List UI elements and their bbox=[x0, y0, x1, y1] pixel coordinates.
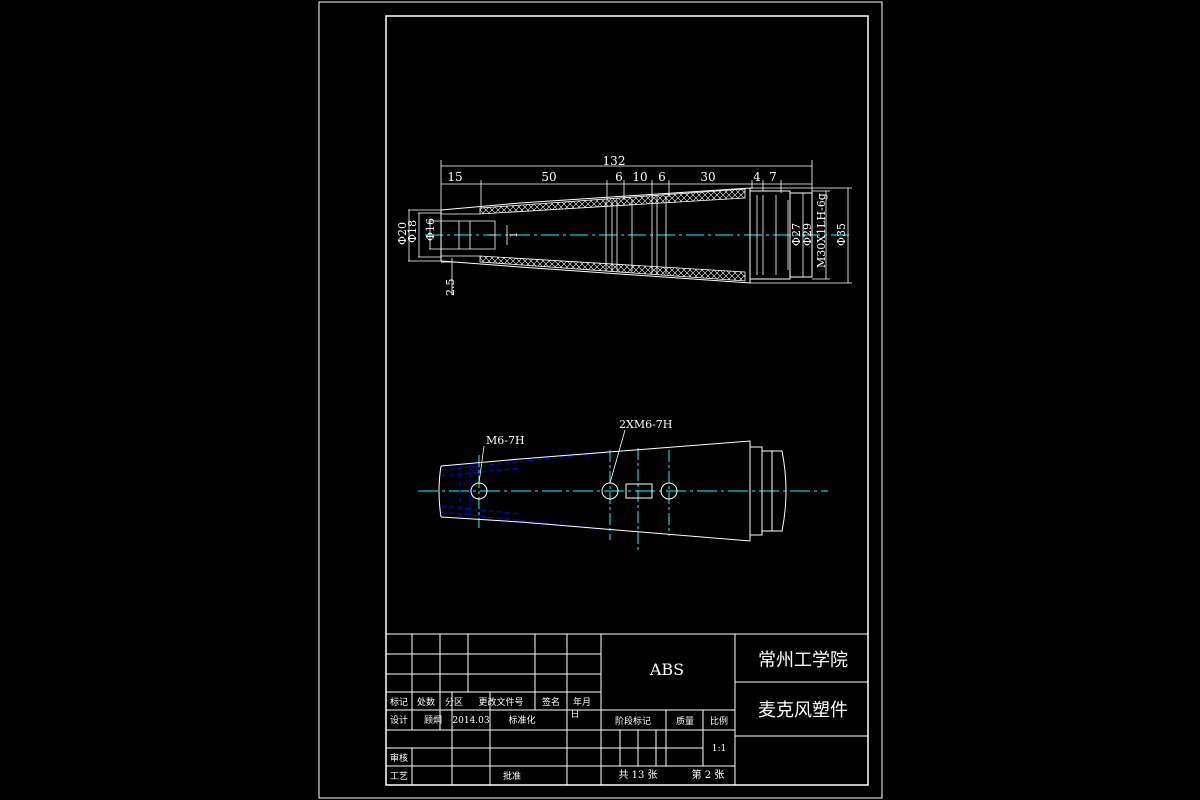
dim-15: 15 bbox=[447, 170, 462, 184]
school-name: 常州工学院 bbox=[758, 650, 848, 671]
row-design: 设计 bbox=[390, 714, 408, 726]
dim-dia18: Φ18 bbox=[406, 220, 419, 243]
dim-7: 7 bbox=[769, 170, 777, 184]
dim-30: 30 bbox=[700, 170, 715, 184]
row-review: 审核 bbox=[390, 752, 408, 764]
sheet-inner-border bbox=[385, 15, 869, 786]
dim-10: 10 bbox=[632, 170, 647, 184]
title-block bbox=[386, 633, 868, 785]
dim-dia35: Φ35 bbox=[835, 223, 848, 246]
hdr-scale: 比例 bbox=[710, 715, 728, 727]
row-approve: 批准 bbox=[503, 770, 521, 782]
hdr-stage-mark: 阶段标记 bbox=[615, 715, 651, 727]
dim-2-5: 2.5 bbox=[444, 279, 457, 297]
dim-dia29: Φ29 bbox=[801, 223, 814, 246]
part-name: 麦克风塑件 bbox=[758, 700, 848, 721]
section-wall-bottom bbox=[479, 255, 746, 282]
hdr-change-doc: 更改文件号 bbox=[478, 696, 523, 708]
dim-dia27: Φ27 bbox=[790, 223, 803, 246]
dim-dia16: Φ16 bbox=[424, 218, 437, 241]
section-outer-profile bbox=[440, 187, 813, 284]
dim-1: 1 bbox=[509, 232, 520, 238]
slot bbox=[625, 483, 653, 499]
leader-lines bbox=[478, 429, 626, 484]
row-standardization: 标准化 bbox=[508, 714, 535, 726]
hdr-signature: 签名 bbox=[542, 696, 560, 708]
dim-thread: M30X1LH-6g bbox=[815, 193, 828, 268]
scale-value: 1:1 bbox=[712, 744, 726, 754]
row-design-date: 2014.03 bbox=[452, 716, 489, 726]
hdr-mark: 标记 bbox=[390, 696, 408, 708]
row-process: 工艺 bbox=[390, 771, 408, 782]
sheet-number: 第 2 张 bbox=[692, 768, 725, 781]
section-view: 132 15 50 6 10 6 30 4 7 Φ20 Φ18 Φ16 2.5 … bbox=[396, 154, 852, 296]
row-designer: 顾炯 bbox=[424, 715, 442, 726]
dim-4: 4 bbox=[753, 170, 761, 184]
label-2xm6-7h: 2XM6-7H bbox=[619, 418, 672, 431]
hdr-date-day: 日 bbox=[570, 709, 579, 720]
dim-6b: 6 bbox=[658, 170, 666, 184]
dim-6a: 6 bbox=[615, 170, 623, 184]
dim-overall-132: 132 bbox=[603, 154, 626, 168]
section-inner-bore bbox=[441, 195, 777, 275]
section-dim-lines bbox=[440, 160, 813, 210]
dim-dia20: Φ20 bbox=[396, 222, 409, 245]
dim-50: 50 bbox=[541, 170, 556, 184]
front-outline bbox=[438, 440, 787, 542]
hdr-date-ym: 年月 bbox=[573, 696, 591, 708]
hdr-count: 处数 bbox=[417, 696, 435, 708]
hdr-weight: 质量 bbox=[676, 715, 694, 727]
hole-3 bbox=[660, 482, 678, 500]
front-hidden-lines bbox=[440, 451, 611, 531]
hdr-zone: 分区 bbox=[445, 697, 463, 708]
title-block-text: ABS 常州工学院 麦克风塑件 标记 处数 分区 更改文件号 签名 年月 日 设… bbox=[390, 650, 848, 782]
section-wall-top bbox=[479, 188, 746, 215]
front-view: M6-7H 2XM6-7H bbox=[418, 418, 828, 550]
label-m6-7h: M6-7H bbox=[486, 434, 525, 447]
section-vertical-dims bbox=[408, 187, 852, 295]
total-sheets: 共 13 张 bbox=[618, 769, 657, 781]
material-text: ABS bbox=[649, 660, 684, 679]
sheet-outer-border bbox=[318, 1, 883, 799]
